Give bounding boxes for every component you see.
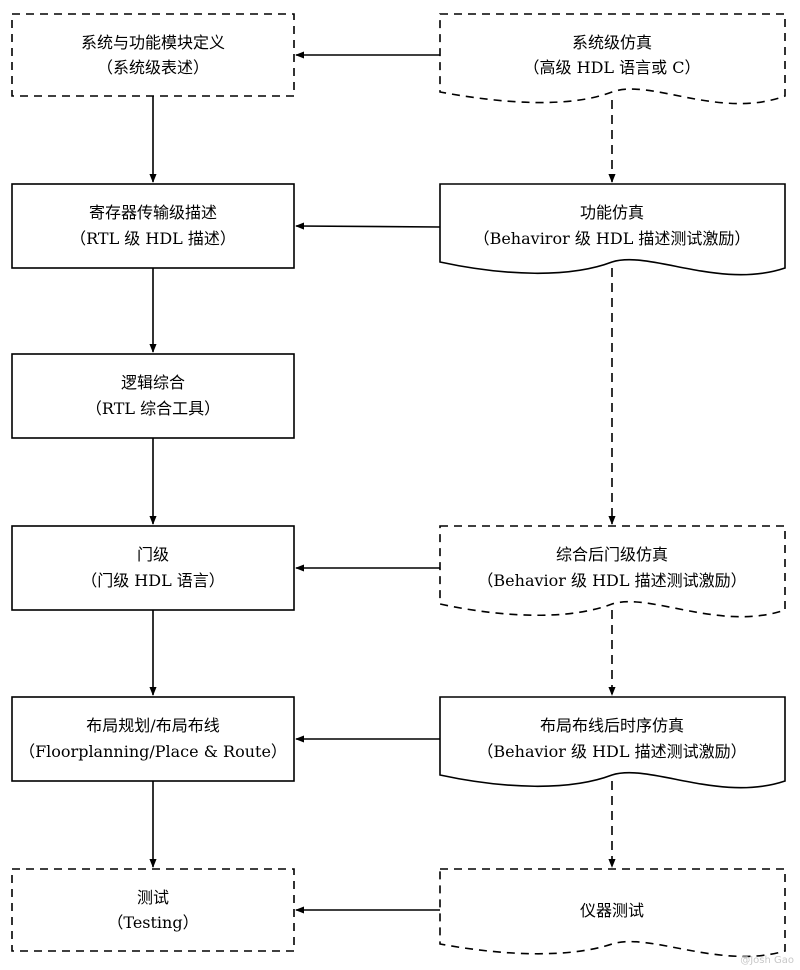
node-rtl-description-line2: （RTL 级 HDL 描述）	[70, 229, 236, 248]
node-logic-synthesis-line1: 逻辑综合	[121, 373, 185, 392]
node-gate-simulation: 综合后门级仿真 （Behavior 级 HDL 描述测试激励）	[439, 525, 786, 618]
node-place-route: 布局规划/布局布线 （Floorplanning/Place & Route）	[11, 696, 295, 782]
node-testing-line1: 测试	[137, 888, 169, 907]
node-logic-synthesis-line2: （RTL 综合工具）	[86, 399, 220, 418]
node-timing-simulation: 布局布线后时序仿真 （Behavior 级 HDL 描述测试激励）	[439, 696, 786, 789]
node-system-definition-line1: 系统与功能模块定义	[81, 33, 225, 52]
node-system-simulation-line2: （高级 HDL 语言或 C）	[524, 58, 701, 77]
arrow-funcsim-to-rtl	[295, 222, 441, 230]
node-logic-synthesis: 逻辑综合 （RTL 综合工具）	[11, 353, 295, 439]
node-testing: 测试 （Testing）	[11, 868, 295, 952]
node-testing-line2: （Testing）	[107, 913, 198, 932]
node-rtl-description: 寄存器传输级描述 （RTL 级 HDL 描述）	[11, 183, 295, 269]
node-system-simulation-line1: 系统级仿真	[572, 33, 652, 52]
node-gate-level-line2: （门级 HDL 语言）	[81, 571, 225, 590]
node-instrument-testing: 仪器测试	[439, 868, 786, 958]
node-system-simulation: 系统级仿真 （高级 HDL 语言或 C）	[439, 13, 786, 105]
node-timing-simulation-line1: 布局布线后时序仿真	[540, 716, 684, 735]
node-place-route-line2: （Floorplanning/Place & Route）	[19, 742, 287, 761]
node-functional-simulation-line2: （Behaviror 级 HDL 描述测试激励）	[474, 229, 751, 248]
node-system-definition-line2: （系统级表述）	[97, 58, 209, 77]
node-functional-simulation-line1: 功能仿真	[580, 203, 644, 222]
node-functional-simulation: 功能仿真 （Behaviror 级 HDL 描述测试激励）	[439, 183, 786, 276]
watermark: @Josh Gao	[740, 955, 794, 966]
node-place-route-line1: 布局规划/布局布线	[86, 716, 219, 735]
node-timing-simulation-line2: （Behavior 级 HDL 描述测试激励）	[477, 742, 746, 761]
node-system-definition: 系统与功能模块定义 （系统级表述）	[11, 13, 295, 97]
node-gate-simulation-line2: （Behavior 级 HDL 描述测试激励）	[477, 571, 746, 590]
node-instrument-testing-label: 仪器测试	[580, 901, 644, 920]
node-rtl-description-line1: 寄存器传输级描述	[89, 203, 217, 222]
node-gate-level: 门级 （门级 HDL 语言）	[11, 525, 295, 611]
node-gate-level-line1: 门级	[137, 545, 169, 564]
node-gate-simulation-line1: 综合后门级仿真	[556, 545, 668, 564]
